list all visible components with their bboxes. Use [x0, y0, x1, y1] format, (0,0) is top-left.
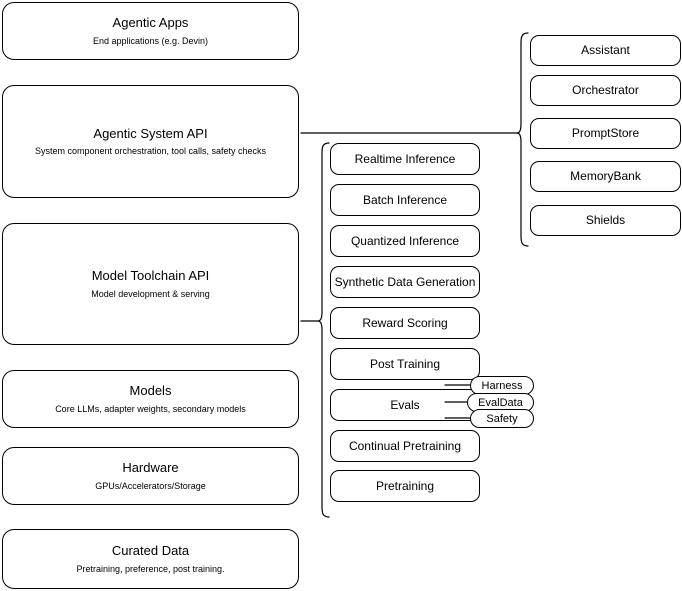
component-label: MemoryBank	[570, 169, 641, 183]
evals-subcomponent-harness[interactable]: Harness	[470, 376, 534, 395]
evals-subcomponent-safety[interactable]: Safety	[470, 409, 534, 428]
layer-agentic-apps[interactable]: Agentic Apps End applications (e.g. Devi…	[2, 2, 299, 60]
toolchain-component-batch-inference[interactable]: Batch Inference	[330, 184, 480, 216]
layer-hardware[interactable]: Hardware GPUs/Accelerators/Storage	[2, 447, 299, 505]
brace-toolchain-components	[317, 142, 330, 518]
component-label: Batch Inference	[362, 192, 448, 207]
toolchain-component-quantized-inference[interactable]: Quantized Inference	[330, 225, 480, 257]
agentic-component-promptstore[interactable]: PromptStore	[530, 118, 681, 149]
layer-subtitle: End applications (e.g. Devin)	[92, 35, 209, 46]
layer-subtitle: Pretraining, preference, post training.	[76, 563, 225, 574]
component-label: Pretraining	[375, 478, 435, 493]
layer-agentic-system-api[interactable]: Agentic System API System component orch…	[2, 85, 299, 198]
agentic-component-orchestrator[interactable]: Orchestrator	[530, 75, 681, 106]
toolchain-component-evals[interactable]: Evals	[330, 389, 480, 421]
toolchain-component-reward-scoring[interactable]: Reward Scoring	[330, 307, 480, 339]
layer-curated-data[interactable]: Curated Data Pretraining, preference, po…	[2, 529, 299, 589]
layer-models[interactable]: Models Core LLMs, adapter weights, secon…	[2, 370, 299, 428]
toolchain-component-realtime-inference[interactable]: Realtime Inference	[330, 143, 480, 175]
subcomponent-label: EvalData	[478, 396, 523, 409]
layer-title: Agentic System API	[93, 125, 208, 141]
agentic-component-shields[interactable]: Shields	[530, 205, 681, 236]
component-label: Post Training	[369, 356, 441, 371]
component-label: Continual Pretraining	[348, 438, 462, 453]
toolchain-component-synthetic-data-generation[interactable]: Synthetic Data Generation	[330, 266, 480, 298]
layer-subtitle: Model development & serving	[91, 288, 210, 299]
layer-subtitle: GPUs/Accelerators/Storage	[95, 480, 206, 491]
agentic-component-assistant[interactable]: Assistant	[530, 35, 681, 66]
layer-title: Hardware	[122, 460, 179, 476]
layer-title: Models	[129, 383, 172, 399]
component-label: Evals	[390, 397, 420, 412]
toolchain-component-post-training[interactable]: Post Training	[330, 348, 480, 380]
layer-title: Model Toolchain API	[91, 268, 210, 284]
component-label: PromptStore	[571, 126, 640, 140]
brace-agentic-system-components	[516, 32, 529, 247]
layer-title: Agentic Apps	[112, 15, 189, 31]
component-label: Shields	[585, 213, 626, 227]
toolchain-component-pretraining[interactable]: Pretraining	[330, 470, 480, 502]
component-label: Realtime Inference	[354, 151, 456, 166]
evals-subcomponent-evaldata[interactable]: EvalData	[467, 393, 534, 412]
layer-title: Curated Data	[111, 543, 190, 559]
layer-model-toolchain-api[interactable]: Model Toolchain API Model development & …	[2, 223, 299, 345]
component-label: Assistant	[581, 43, 630, 57]
component-label: Quantized Inference	[350, 233, 460, 248]
layer-subtitle: Core LLMs, adapter weights, secondary mo…	[55, 403, 246, 414]
component-label: Synthetic Data Generation	[334, 274, 476, 289]
subcomponent-label: Safety	[486, 412, 518, 425]
component-label: Orchestrator	[572, 83, 639, 97]
layer-subtitle: System component orchestration, tool cal…	[34, 146, 267, 156]
subcomponent-label: Harness	[481, 379, 523, 392]
component-label: Reward Scoring	[362, 315, 448, 330]
agentic-component-memorybank[interactable]: MemoryBank	[530, 161, 681, 192]
toolchain-component-continual-pretraining[interactable]: Continual Pretraining	[330, 430, 480, 462]
